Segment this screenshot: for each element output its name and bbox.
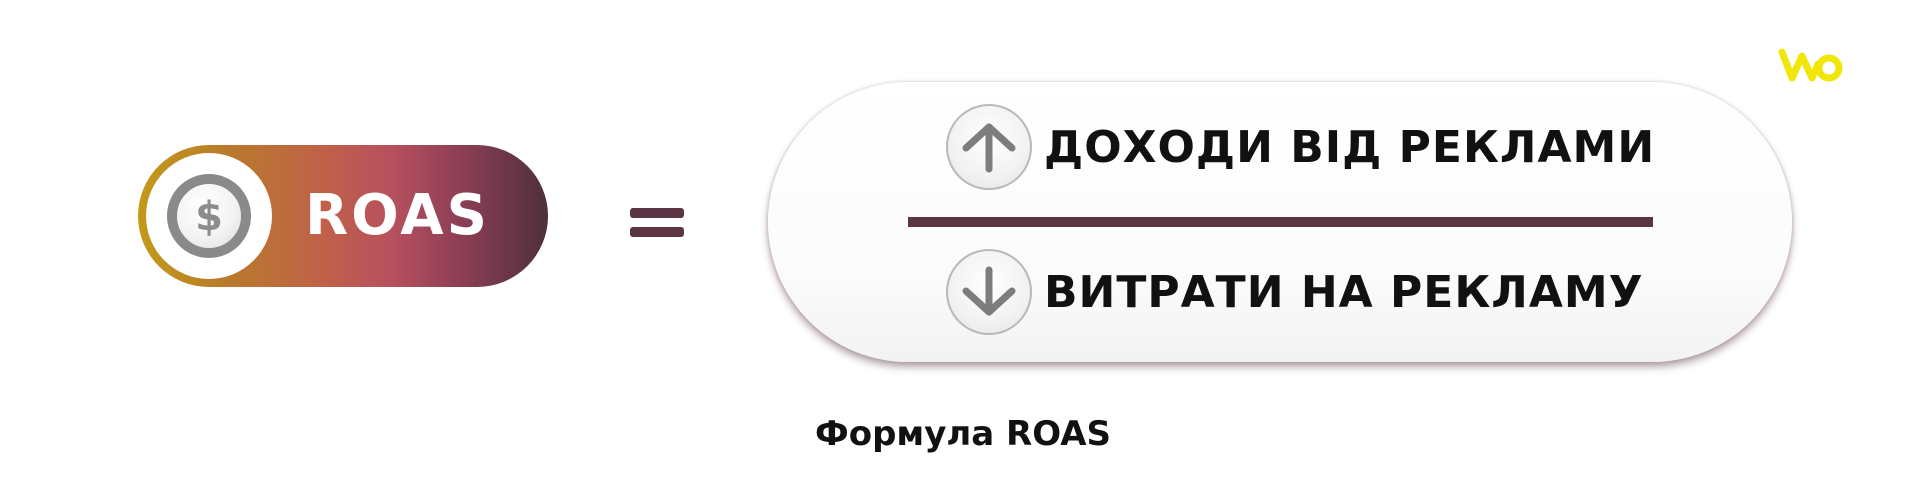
equals-bar-top	[630, 208, 684, 218]
numerator-row: ДОХОДИ ВІД РЕКЛАМИ	[946, 104, 1655, 190]
coin-icon: $	[146, 153, 272, 279]
numerator-label: ДОХОДИ ВІД РЕКЛАМИ	[1044, 121, 1656, 173]
roas-label: ROAS	[305, 183, 490, 248]
denominator-label: ВИТРАТИ НА РЕКЛАМУ	[1044, 266, 1644, 318]
denominator-row: ВИТРАТИ НА РЕКЛАМУ	[946, 249, 1644, 335]
arrow-up-icon	[946, 104, 1032, 190]
dollar-coin: $	[167, 174, 251, 258]
equals-bar-bottom	[630, 227, 684, 237]
brand-logo	[1778, 48, 1843, 82]
arrow-down-icon	[946, 249, 1032, 335]
fraction-divider	[908, 217, 1653, 227]
formula-caption: Формула ROAS	[815, 414, 1112, 454]
roas-badge: $ ROAS	[138, 145, 548, 287]
formula-panel: ДОХОДИ ВІД РЕКЛАМИ ВИТРАТИ НА РЕКЛАМУ	[768, 82, 1792, 362]
dollar-sign: $	[195, 194, 223, 240]
